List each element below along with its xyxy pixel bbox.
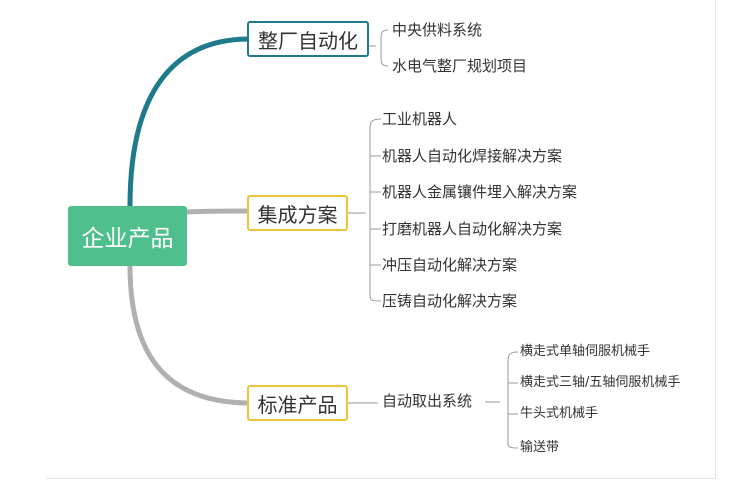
bracket-subnode (485, 351, 519, 449)
leaf-node: 压铸自动化解决方案 (382, 292, 518, 310)
connector-root-to-branch2 (186, 208, 248, 215)
leaf-node: 中央供料系统 (392, 21, 483, 39)
root-node: 企业产品 (68, 206, 187, 266)
leaf-node: 横走式三轴/五轴伺服机械手 (520, 375, 681, 390)
frame-border-bottom (46, 478, 716, 479)
leaf-node: 水电气整厂规划项目 (392, 57, 528, 75)
leaf-node: 冲压自动化解决方案 (382, 256, 518, 274)
leaf-node: 横走式单轴伺服机械手 (520, 344, 651, 359)
bracket-branch2 (348, 118, 382, 302)
frame-border-right (715, 0, 716, 478)
connector-root-to-branch1 (127, 36, 248, 207)
branch-node-standard-products: 标准产品 (247, 385, 348, 421)
leaf-node: 机器人自动化焊接解决方案 (382, 147, 563, 165)
leaf-node: 工业机器人 (382, 110, 458, 128)
leaf-node: 机器人金属镶件埋入解决方案 (382, 183, 578, 201)
leaf-node: 打磨机器人自动化解决方案 (382, 220, 563, 238)
sub-node: 自动取出系统 (382, 392, 473, 410)
branch-node-factory-automation: 整厂自动化 (247, 21, 369, 57)
leaf-node: 牛头式机械手 (520, 406, 599, 421)
leaf-node: 输送带 (520, 440, 560, 455)
branch-node-integration-solutions: 集成方案 (247, 195, 348, 231)
connector-root-to-branch3 (127, 265, 248, 406)
bracket-branch1 (369, 29, 389, 67)
